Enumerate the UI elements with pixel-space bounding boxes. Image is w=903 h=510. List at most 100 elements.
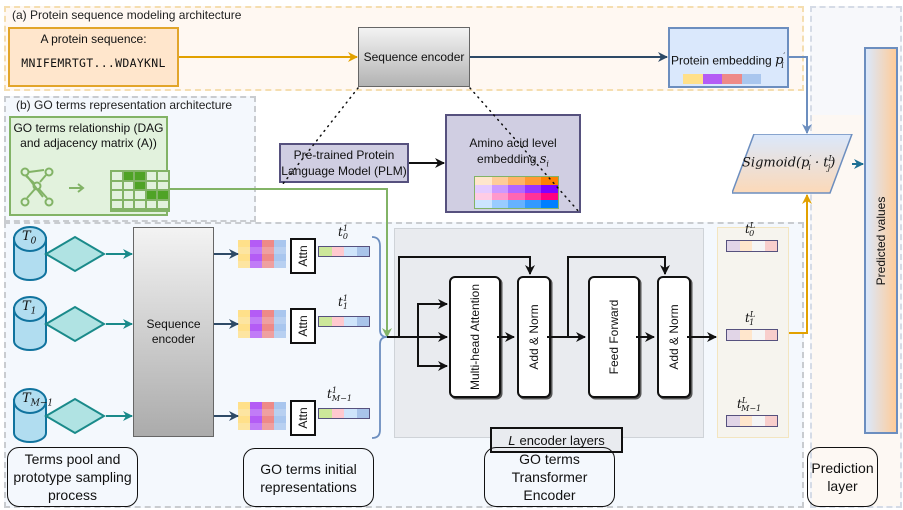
term-sub: 0 bbox=[30, 236, 37, 247]
matrix-cell bbox=[122, 209, 135, 211]
go-relationship-label: GO terms relationship (DAG and adjacency… bbox=[13, 121, 164, 150]
attn-block[interactable]: Attn bbox=[290, 238, 316, 274]
heatmap-cell bbox=[508, 192, 525, 201]
final-rep-vector bbox=[726, 415, 778, 427]
vector-cell bbox=[727, 241, 740, 251]
initial-rep-label: t11 bbox=[338, 294, 348, 311]
term-cylinder-icon[interactable] bbox=[12, 387, 48, 445]
heatmap-cell bbox=[491, 184, 509, 193]
vector-cell bbox=[739, 330, 752, 340]
term-label: TM−1 bbox=[22, 391, 53, 409]
initial-rep-vector bbox=[318, 316, 370, 327]
vector-cell bbox=[356, 247, 369, 256]
stack-cell bbox=[238, 416, 250, 423]
heatmap-cell bbox=[508, 177, 525, 185]
protein-sequence-label: A protein sequence: bbox=[40, 32, 147, 46]
stack-cell bbox=[250, 409, 262, 416]
stack-cell bbox=[274, 416, 286, 423]
rep-name: t bbox=[338, 225, 343, 239]
final-rep-label: tL1 bbox=[745, 310, 755, 327]
rep-sup: L bbox=[749, 221, 756, 230]
term-cylinder-icon[interactable] bbox=[12, 295, 48, 353]
protein-sequence-box[interactable]: A protein sequence: MNIFEMRTGT...WDAYKNL bbox=[8, 27, 179, 87]
heatmap-cell bbox=[491, 200, 509, 208]
matrix-cell bbox=[111, 190, 123, 200]
heatmap-cell bbox=[524, 200, 542, 208]
term-cylinder-icon[interactable] bbox=[12, 225, 48, 283]
stack-cell bbox=[238, 254, 250, 261]
rep-sub: 1 bbox=[342, 302, 349, 312]
dag-and-matrix-graphic bbox=[20, 167, 85, 207]
caption-terms-pool: Terms pool and prototype sampling proces… bbox=[7, 447, 138, 507]
multi-head-attention-block[interactable]: Multi-head Attention bbox=[449, 276, 501, 398]
vector-cell bbox=[356, 317, 369, 326]
add-norm-block-1[interactable]: Add & Norm bbox=[517, 276, 551, 398]
vector-cell bbox=[344, 317, 357, 326]
heatmap-cell bbox=[491, 192, 509, 201]
vector-cell bbox=[344, 247, 357, 256]
stack-cell bbox=[262, 254, 274, 261]
vector-cell bbox=[727, 416, 740, 426]
sequence-encoder-bottom-label: Sequence encoder bbox=[146, 317, 201, 346]
s-sub: i bbox=[546, 159, 549, 169]
term-name: T bbox=[22, 299, 31, 314]
stack-cell bbox=[262, 331, 274, 338]
token-embedding-stack bbox=[238, 240, 288, 268]
sigmoid-box[interactable]: Sigmoid(p′i · tLj) bbox=[732, 134, 854, 194]
sigmoid-t-sup: L bbox=[828, 154, 834, 163]
p-prime: ′ bbox=[783, 52, 786, 61]
heatmap-cell bbox=[524, 192, 542, 201]
embedding-bar-cell bbox=[722, 74, 742, 84]
term-label: T1 bbox=[22, 299, 36, 317]
term-arrows bbox=[106, 249, 239, 421]
initial-rep-vector bbox=[318, 246, 370, 257]
stack-cell bbox=[238, 247, 250, 254]
matrix-cell bbox=[122, 199, 135, 209]
final-to-sigmoid-arrow bbox=[789, 194, 812, 334]
sampling-diamond-icon bbox=[44, 397, 106, 435]
stack-cell bbox=[250, 416, 262, 423]
rep-sub: 0 bbox=[342, 232, 349, 242]
p-sub: i bbox=[781, 60, 784, 70]
term-name: T bbox=[22, 229, 31, 244]
predicted-values-bar[interactable]: Predicted values bbox=[864, 47, 898, 434]
stack-cell bbox=[262, 240, 274, 247]
vector-cell bbox=[764, 330, 777, 340]
matrix-cell bbox=[145, 171, 158, 181]
attn-block[interactable]: Attn bbox=[290, 400, 316, 436]
initial-rep-vector bbox=[318, 408, 370, 419]
matrix-cell bbox=[157, 199, 169, 209]
add-norm-block-2[interactable]: Add & Norm bbox=[657, 276, 691, 398]
amino-acid-embedding-box[interactable]: Amino acid level embedding si bbox=[445, 114, 581, 213]
heatmap-cell bbox=[475, 177, 492, 185]
go-relationship-box[interactable]: GO terms relationship (DAG and adjacency… bbox=[9, 116, 170, 216]
embedding-bar-cell bbox=[741, 74, 761, 84]
stack-cell bbox=[250, 247, 262, 254]
matrix-cell bbox=[134, 190, 146, 200]
stack-cell bbox=[238, 317, 250, 324]
heatmap-cell bbox=[491, 177, 509, 185]
adjacency-matrix bbox=[110, 170, 170, 212]
term-sub: M−1 bbox=[30, 398, 54, 409]
matrix-cell bbox=[111, 199, 123, 209]
sigmoid-func: Sigmoid bbox=[742, 155, 797, 171]
stack-cell bbox=[262, 247, 274, 254]
rep-sub: M−1 bbox=[741, 404, 762, 414]
vector-cell bbox=[319, 317, 332, 326]
caption-initial-reps: GO terms initial representations bbox=[243, 448, 374, 507]
final-rep-vector bbox=[726, 240, 778, 252]
matrix-cell bbox=[122, 180, 135, 190]
heatmap-cell bbox=[541, 184, 558, 193]
sequence-encoder-top[interactable]: Sequence encoder bbox=[358, 27, 470, 87]
protein-embedding-box[interactable]: Protein embedding p′i bbox=[668, 27, 789, 88]
stack-cell bbox=[238, 261, 250, 268]
initial-reps-brace bbox=[371, 236, 388, 439]
plm-box[interactable]: Pre-trained Protein Language Model (PLM) bbox=[279, 143, 409, 183]
dag-icon bbox=[20, 167, 85, 207]
stack-cell bbox=[250, 423, 262, 430]
vector-cell bbox=[739, 241, 752, 251]
term-sub: 1 bbox=[30, 306, 37, 317]
stack-cell bbox=[250, 317, 262, 324]
attn-block[interactable]: Attn bbox=[290, 308, 316, 344]
sequence-encoder-bottom[interactable]: Sequence encoder bbox=[133, 227, 214, 437]
